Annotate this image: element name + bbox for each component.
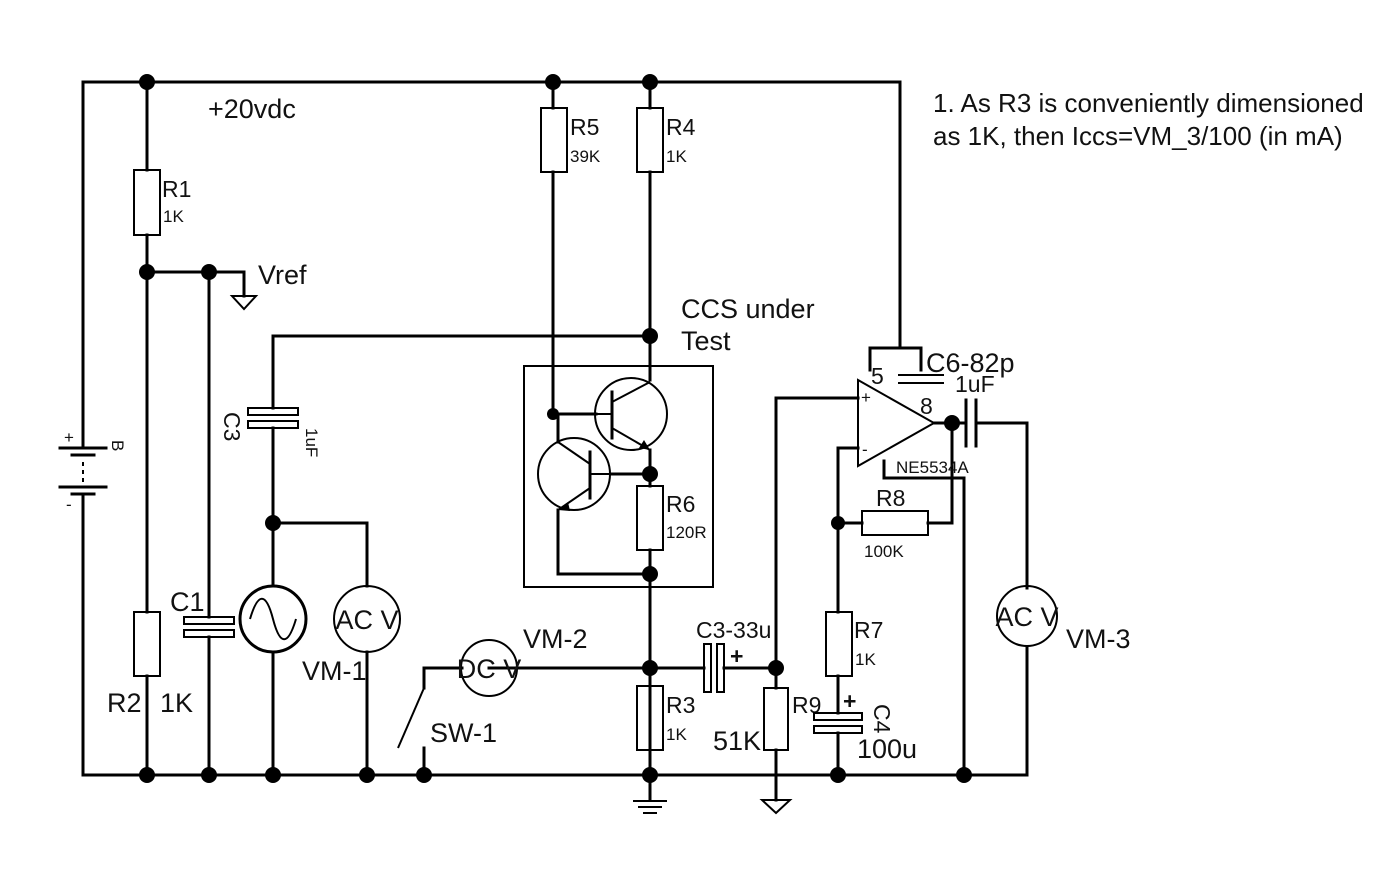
ground-main	[633, 800, 667, 814]
r7-name: R7	[854, 617, 883, 643]
resistor-r1: R1 1K	[133, 169, 191, 236]
junction-dots	[139, 74, 972, 783]
r6-name: R6	[666, 491, 695, 517]
resistor-r3: R3 1K	[636, 685, 695, 751]
ccs-block: CCS under Test	[523, 294, 815, 588]
vm2-name: VM-2	[523, 624, 588, 654]
meter-vm1: AC V VM-1	[302, 585, 401, 686]
r9-value: 51K	[713, 726, 761, 756]
r1-name: R1	[162, 176, 191, 202]
meter-vm3: AC V VM-3	[995, 585, 1131, 654]
r3-name: R3	[666, 692, 695, 718]
opamp-minus: -	[862, 440, 868, 459]
opamp-pin8: 8	[920, 393, 933, 419]
r3-value: 1K	[666, 725, 687, 744]
vm3-type: AC V	[995, 602, 1058, 632]
capacitor-output: 1uF	[955, 371, 995, 448]
vm3-name: VM-3	[1066, 624, 1131, 654]
c1-name: C1	[170, 587, 205, 617]
resistor-r7: R7 1K	[825, 611, 883, 677]
opamp-ne5534a: + - 5 8 NE5534A	[857, 363, 969, 477]
r9-name: R9	[792, 692, 821, 718]
ground-r9	[759, 799, 793, 815]
ccs-label-line1: CCS under	[681, 294, 815, 324]
vm2-type: DC V	[457, 654, 522, 684]
switch-sw1: SW-1	[397, 687, 497, 749]
vm1-name: VM-1	[302, 656, 367, 686]
r4-value: 1K	[666, 147, 687, 166]
r1-value: 1K	[163, 207, 184, 226]
ccs-label-line2: Test	[681, 326, 731, 356]
capacitor-c6: C6-82p	[898, 348, 1015, 384]
ac-source	[238, 584, 308, 654]
c3-name: C3	[219, 412, 245, 441]
note-line1: 1. As R3 is conveniently dimensioned	[933, 88, 1364, 118]
resistor-r5: R5 39K	[540, 107, 601, 173]
resistor-r4: R4 1K	[636, 107, 696, 173]
cout-value: 1uF	[955, 371, 995, 397]
r2-name: R2	[107, 688, 142, 718]
r5-value: 39K	[570, 147, 601, 166]
opamp-plus: +	[861, 388, 871, 407]
capacitor-c3: C3 1uF	[219, 407, 321, 457]
sw1-name: SW-1	[430, 718, 497, 748]
c4-plus: +	[843, 688, 856, 714]
capacitor-c1: C1	[170, 587, 235, 638]
battery-b: + - B	[58, 428, 127, 514]
opamp-pin5: 5	[871, 363, 884, 389]
capacitor-c3-33u: C3-33u +	[696, 617, 771, 693]
c4-value: 100u	[857, 734, 917, 764]
resistor-r8: R8 100K	[861, 485, 929, 561]
c4-name: C4	[869, 704, 895, 734]
capacitor-c4: + C4 100u	[813, 688, 917, 764]
r4-name: R4	[666, 114, 696, 140]
supply-label: +20vdc	[208, 94, 296, 124]
c3-value: 1uF	[302, 428, 321, 457]
note-line2: as 1K, then Iccs=VM_3/100 (in mA)	[933, 121, 1343, 151]
battery-plus: +	[64, 428, 74, 447]
resistor-r2: R2 1K	[107, 611, 193, 718]
r7-value: 1K	[855, 650, 876, 669]
c3b-label: C3-33u	[696, 617, 771, 643]
battery-minus: -	[66, 495, 72, 514]
r8-name: R8	[876, 485, 905, 511]
r6-value: 120R	[666, 523, 707, 542]
resistor-r6: R6 120R	[636, 485, 707, 551]
meter-vm2: DC V VM-2	[457, 624, 588, 697]
r5-name: R5	[570, 114, 599, 140]
battery-label: B	[108, 440, 127, 451]
r8-value: 100K	[864, 542, 904, 561]
vm1-type: AC V	[335, 605, 398, 635]
vref-label: Vref	[258, 260, 307, 290]
ground-vref: Vref	[229, 260, 307, 311]
resistor-r9: R9 51K	[713, 687, 821, 756]
opamp-part: NE5534A	[896, 458, 969, 477]
c3b-plus: +	[730, 643, 743, 669]
c6-label: C6-82p	[926, 348, 1015, 378]
r2-value: 1K	[160, 688, 193, 718]
